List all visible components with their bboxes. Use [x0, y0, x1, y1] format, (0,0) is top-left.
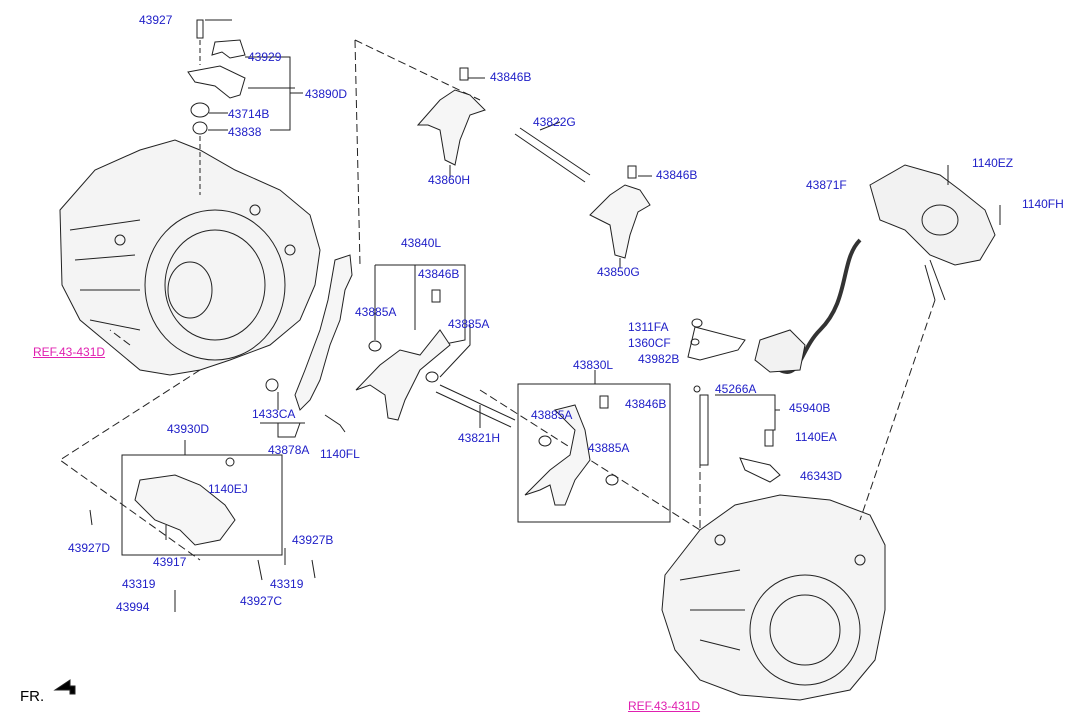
part-label-43319-left[interactable]: 43319 — [122, 577, 156, 591]
part-label-43714b[interactable]: 43714B — [228, 107, 270, 121]
select-shaft-assembly — [687, 318, 781, 483]
part-label-43885a-l2[interactable]: 43885A — [448, 317, 490, 331]
part-label-43927[interactable]: 43927 — [139, 13, 173, 27]
part-label-43838[interactable]: 43838 — [228, 125, 262, 139]
part-label-43927d[interactable]: 43927D — [68, 541, 111, 555]
part-label-43994[interactable]: 43994 — [116, 600, 150, 614]
reference-link-left[interactable]: REF.43-431D — [33, 345, 106, 359]
part-label-43840l[interactable]: 43840L — [401, 236, 442, 250]
part-label-43846b-right[interactable]: 43846B — [625, 397, 667, 411]
part-label-43860h[interactable]: 43860H — [428, 173, 471, 187]
part-label-45266a[interactable]: 45266A — [715, 382, 757, 396]
part-label-43930d[interactable]: 43930D — [167, 422, 210, 436]
part-label-43850g[interactable]: 43850G — [597, 265, 640, 279]
fork-group-43840l — [355, 264, 471, 421]
actuator-assembly-43871f — [754, 164, 1001, 374]
part-label-43319-right[interactable]: 43319 — [270, 577, 304, 591]
part-label-43871f[interactable]: 43871F — [806, 178, 847, 192]
part-label-1311fa[interactable]: 1311FA — [628, 320, 669, 334]
part-label-43878a[interactable]: 43878A — [268, 443, 310, 457]
part-label-43982b[interactable]: 43982B — [638, 352, 680, 366]
part-label-43885a-r2[interactable]: 43885A — [588, 441, 630, 455]
part-label-1140fh[interactable]: 1140FH — [1022, 197, 1064, 211]
part-label-1140ea[interactable]: 1140EA — [795, 430, 837, 444]
shift-rail-43822g — [514, 127, 591, 183]
part-label-1140fl[interactable]: 1140FL — [320, 447, 360, 461]
part-label-43846b-mid[interactable]: 43846B — [656, 168, 698, 182]
part-label-43821h[interactable]: 43821H — [458, 431, 501, 445]
part-label-43830l[interactable]: 43830L — [573, 358, 614, 372]
part-label-43885a-l1[interactable]: 43885A — [355, 305, 397, 319]
part-label-43927c[interactable]: 43927C — [240, 594, 283, 608]
fork-group-43830l — [517, 370, 671, 523]
part-label-43890d[interactable]: 43890D — [305, 87, 348, 101]
shift-fork-43850g — [589, 165, 652, 268]
transaxle-case-left — [59, 139, 321, 376]
part-label-43846b-top[interactable]: 43846B — [490, 70, 532, 84]
part-label-1360cf[interactable]: 1360CF — [628, 336, 671, 350]
shift-fork-43860h — [416, 67, 486, 178]
part-label-46343d[interactable]: 46343D — [800, 469, 843, 483]
part-label-43885a-r1[interactable]: 43885A — [531, 408, 573, 422]
front-arrow-icon — [53, 679, 76, 695]
part-label-43929[interactable]: 43929 — [248, 50, 282, 64]
part-label-43846b-left[interactable]: 43846B — [418, 267, 460, 281]
shift-rail-43821h — [435, 384, 516, 428]
transaxle-case-right — [661, 494, 886, 701]
part-label-1140ez[interactable]: 1140EZ — [972, 156, 1014, 170]
front-direction-label: FR. — [20, 688, 45, 705]
part-label-43927b[interactable]: 43927B — [292, 533, 334, 547]
part-label-43917[interactable]: 43917 — [153, 555, 187, 569]
part-label-43822g[interactable]: 43822G — [533, 115, 576, 129]
part-label-1140ej[interactable]: 1140EJ — [208, 482, 248, 496]
part-label-45940b[interactable]: 45940B — [789, 401, 831, 415]
shift-lever-43878a — [260, 254, 353, 438]
lever-bracket-parts — [187, 19, 246, 195]
control-lever-box-43930d — [89, 440, 316, 612]
reference-link-bottom[interactable]: REF.43-431D — [628, 699, 701, 713]
part-label-1433ca[interactable]: 1433CA — [252, 407, 296, 421]
